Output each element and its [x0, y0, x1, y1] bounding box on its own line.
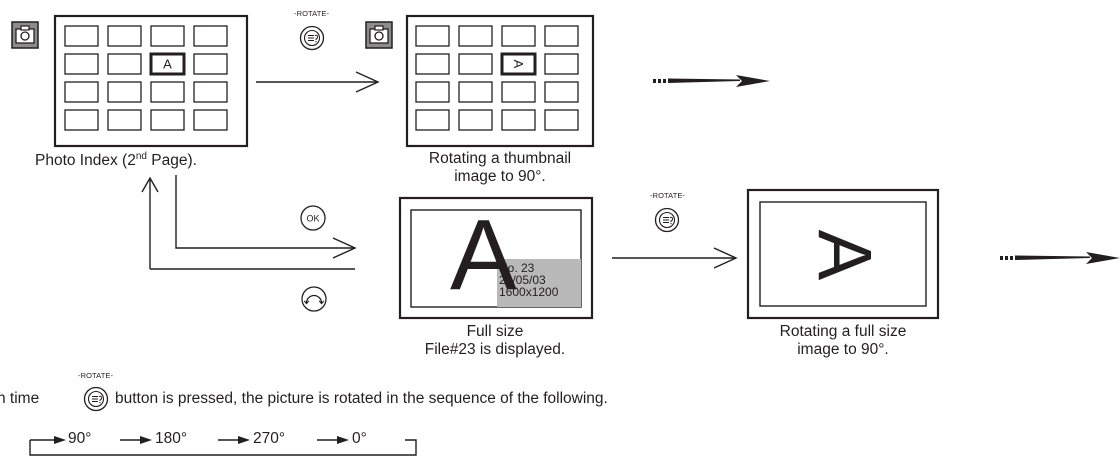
rotated-full-panel	[746, 188, 940, 320]
thumbnail	[458, 109, 493, 131]
thumbnail	[64, 109, 99, 131]
thumbnail-selected	[149, 52, 186, 76]
rotate-label-note: -ROTATE-	[78, 371, 114, 380]
sequence-step: 180°	[155, 430, 188, 447]
thumbnail	[64, 25, 99, 47]
rotate-button-icon	[299, 25, 325, 51]
thumbnail	[415, 25, 450, 47]
thumbnail	[64, 53, 99, 75]
camera-icon	[11, 21, 39, 49]
thumbnail	[107, 81, 142, 103]
rotated-letter-box: A	[793, 220, 893, 290]
flow-arrows-left	[141, 175, 357, 270]
thumbnail	[501, 81, 536, 103]
full-size-caption: Full size File#23 is displayed.	[424, 323, 566, 358]
full-size-letter: A	[450, 199, 517, 311]
thumbnail-grid: A	[64, 25, 228, 131]
sequence-diagram	[29, 436, 417, 456]
full-size-panel	[398, 196, 594, 320]
rotate-button-top	[299, 25, 325, 51]
image-number: No. 23	[499, 261, 535, 275]
sequence-step: 90°	[68, 430, 92, 447]
rotate-button-icon	[83, 386, 109, 412]
thumbnail	[64, 81, 99, 103]
rotated-index-panel: A	[365, 14, 595, 148]
thumbnail	[458, 81, 493, 103]
rotated-full-caption: Rotating a full size image to 90°.	[779, 323, 907, 358]
thumbnail-grid-rotated: A	[415, 25, 579, 131]
thumbnail	[544, 25, 579, 47]
thumbnail	[415, 81, 450, 103]
sequence-step: 270°	[253, 430, 286, 447]
return-button-icon	[301, 286, 327, 312]
arrow-full-to-rotated	[612, 247, 738, 269]
arrow-index-to-rotated	[256, 71, 380, 93]
sequence-step: 0°	[352, 430, 367, 447]
thumbnail	[458, 53, 493, 75]
thumbnail	[458, 25, 493, 47]
thumbnail-letter: A	[163, 57, 172, 72]
rotate-label-middle: -ROTATE-	[650, 191, 686, 200]
thumbnail	[544, 109, 579, 131]
thumbnail	[415, 109, 450, 131]
thumbnail	[107, 53, 142, 75]
info-overlay	[497, 259, 581, 307]
svg-text:OK: OK	[306, 214, 319, 224]
thumbnail	[193, 53, 228, 75]
rotated-index-caption: Rotating a thumbnail image to 90°.	[428, 150, 572, 185]
rotate-label-top: -ROTATE-	[294, 9, 330, 18]
thumbnail	[544, 81, 579, 103]
continue-arrow-top	[653, 75, 770, 87]
thumbnail	[150, 25, 185, 47]
thumbnail-selected	[500, 52, 537, 76]
thumbnail	[544, 53, 579, 75]
note-text-start: h time	[0, 390, 40, 407]
thumbnail	[193, 25, 228, 47]
rotate-button-note	[83, 386, 109, 412]
thumbnail	[193, 81, 228, 103]
rotate-button-middle	[654, 207, 680, 233]
image-resolution: 1600x1200	[499, 285, 559, 299]
ok-button-icon: OK	[300, 205, 326, 231]
thumbnail-letter: A	[511, 60, 526, 69]
thumbnail	[501, 109, 536, 131]
note-text-end: button is pressed, the picture is rotate…	[115, 390, 608, 407]
thumbnail	[107, 25, 142, 47]
image-info: No. 23 28/05/03 1600x1200	[499, 262, 581, 298]
rotated-full-letter: A	[800, 229, 886, 281]
camera-icon	[365, 21, 393, 49]
thumbnail	[501, 25, 536, 47]
thumbnail	[415, 53, 450, 75]
photo-index-caption: Photo Index (2nd Page).	[35, 150, 197, 169]
image-date: 28/05/03	[499, 273, 546, 287]
rotate-button-icon	[654, 207, 680, 233]
thumbnail	[193, 109, 228, 131]
thumbnail	[107, 109, 142, 131]
thumbnail	[150, 81, 185, 103]
continue-arrow-right	[1000, 252, 1120, 264]
thumbnail	[150, 109, 185, 131]
photo-index-panel: A	[11, 14, 249, 148]
